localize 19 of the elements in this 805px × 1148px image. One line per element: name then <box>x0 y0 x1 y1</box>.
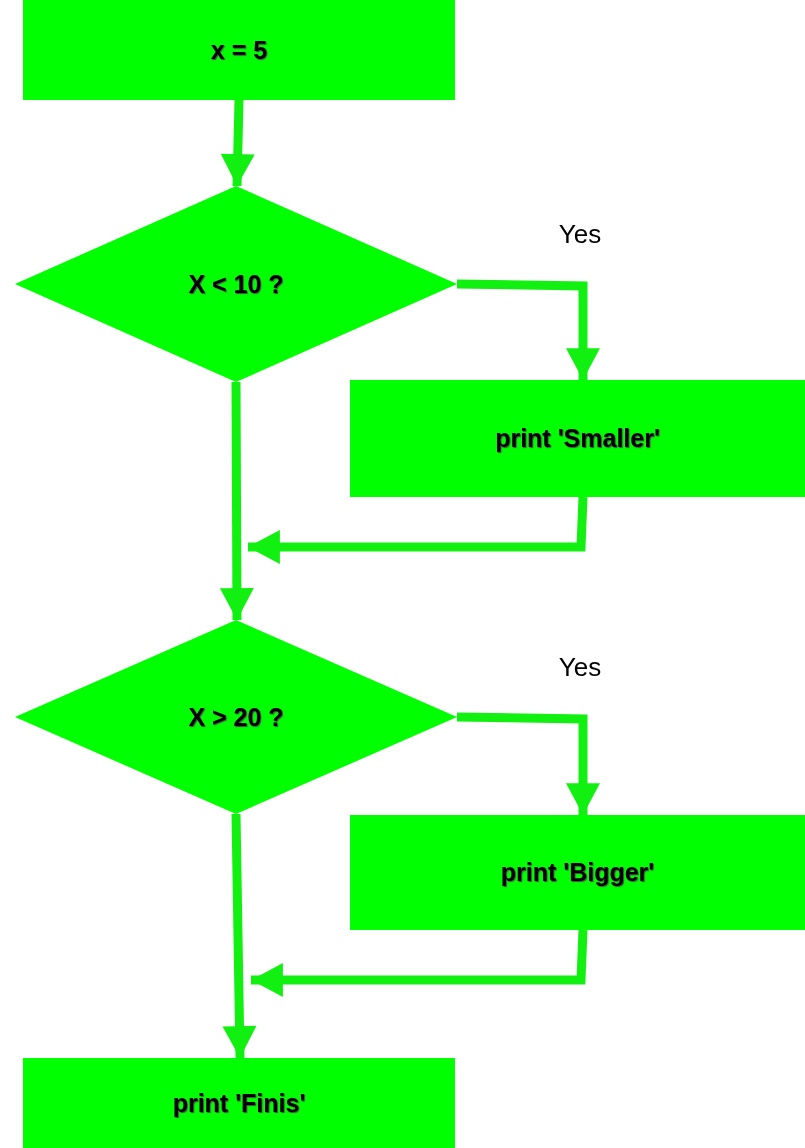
arrow <box>220 99 255 187</box>
process-box <box>23 0 455 100</box>
arrow <box>456 712 600 815</box>
node-label: print 'Smaller' <box>495 424 660 453</box>
arrow <box>456 279 600 380</box>
arrow <box>248 496 588 564</box>
process-box <box>350 380 805 497</box>
node-label: X > 20 ? <box>188 702 284 732</box>
process-box <box>23 1058 455 1148</box>
decision-diamond <box>15 186 457 382</box>
node-label: X < 10 ? <box>188 269 284 299</box>
node-label: print 'Finis' <box>172 1088 306 1118</box>
process-box <box>350 815 805 930</box>
node-label: x = 5 <box>210 35 268 65</box>
node-label: print 'Bigger' <box>500 858 655 887</box>
decision-diamond <box>15 620 457 814</box>
arrow <box>222 813 257 1059</box>
arrow <box>251 929 588 997</box>
arrow <box>219 382 254 620</box>
